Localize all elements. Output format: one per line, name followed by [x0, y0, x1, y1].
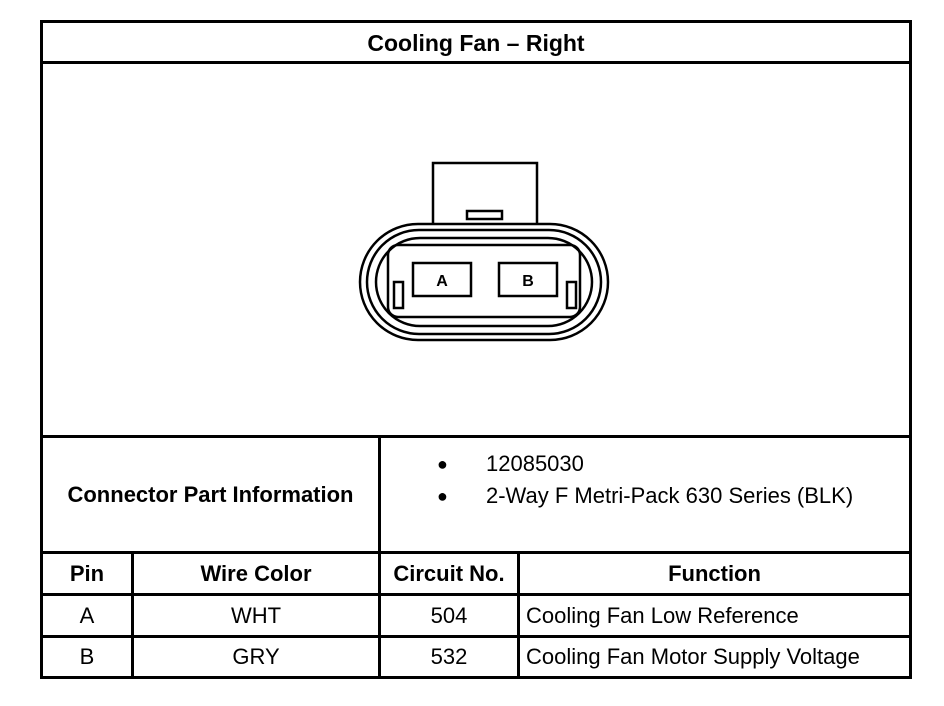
- function-cell: Cooling Fan Low Reference: [526, 602, 799, 628]
- page-title: Cooling Fan – Right: [43, 23, 909, 64]
- header-wire-color: Wire Color: [134, 554, 381, 593]
- wire-color-cell: GRY: [134, 638, 381, 676]
- housing-inner-1: [365, 228, 603, 336]
- pinout-table: Pin Wire Color Circuit No. Function A WH…: [43, 554, 909, 676]
- terminal-cavity: [386, 243, 582, 319]
- connector-face-drawing: A B: [358, 161, 610, 342]
- pin-a-label: A: [436, 273, 448, 290]
- wire-color-cell: WHT: [134, 596, 381, 635]
- latch-notch: [465, 209, 504, 221]
- header-pin: Pin: [43, 554, 134, 593]
- part-info-label: Connector Part Information: [43, 438, 381, 551]
- circuit-cell: 504: [381, 596, 520, 635]
- table-row: B GRY 532 Cooling Fan Motor Supply Volta…: [43, 638, 909, 676]
- connector-diagram: A B: [43, 64, 909, 438]
- part-info-item: ● 2-Way F Metri-Pack 630 Series (BLK): [381, 480, 909, 512]
- housing-inner-2: [374, 236, 594, 328]
- bullet-icon: ●: [437, 454, 448, 474]
- bullet-icon: ●: [437, 486, 448, 506]
- connector-part-info: Connector Part Information ● 12085030 ● …: [43, 438, 909, 554]
- table-header-row: Pin Wire Color Circuit No. Function: [43, 554, 909, 596]
- pin-cell: A: [43, 596, 134, 635]
- pin-a-box: [411, 261, 473, 298]
- function-cell: Cooling Fan Motor Supply Voltage: [526, 644, 860, 669]
- right-key: [565, 280, 578, 310]
- connector-sheet: Cooling Fan – Right A: [40, 20, 912, 679]
- header-function: Function: [668, 560, 761, 586]
- pin-cell: B: [43, 638, 134, 676]
- part-number: 12085030: [486, 451, 584, 476]
- part-info-list: ● 12085030 ● 2-Way F Metri-Pack 630 Seri…: [381, 438, 909, 551]
- part-info-item: ● 12085030: [381, 448, 909, 480]
- connector-latch: [431, 161, 539, 227]
- pin-b-label: B: [522, 273, 534, 290]
- left-key: [392, 280, 405, 310]
- table-row: A WHT 504 Cooling Fan Low Reference: [43, 596, 909, 638]
- housing-outer: [358, 222, 610, 342]
- pin-b-box: [497, 261, 559, 298]
- header-circuit: Circuit No.: [381, 554, 520, 593]
- circuit-cell: 532: [381, 638, 520, 676]
- part-description: 2-Way F Metri-Pack 630 Series (BLK): [486, 483, 854, 508]
